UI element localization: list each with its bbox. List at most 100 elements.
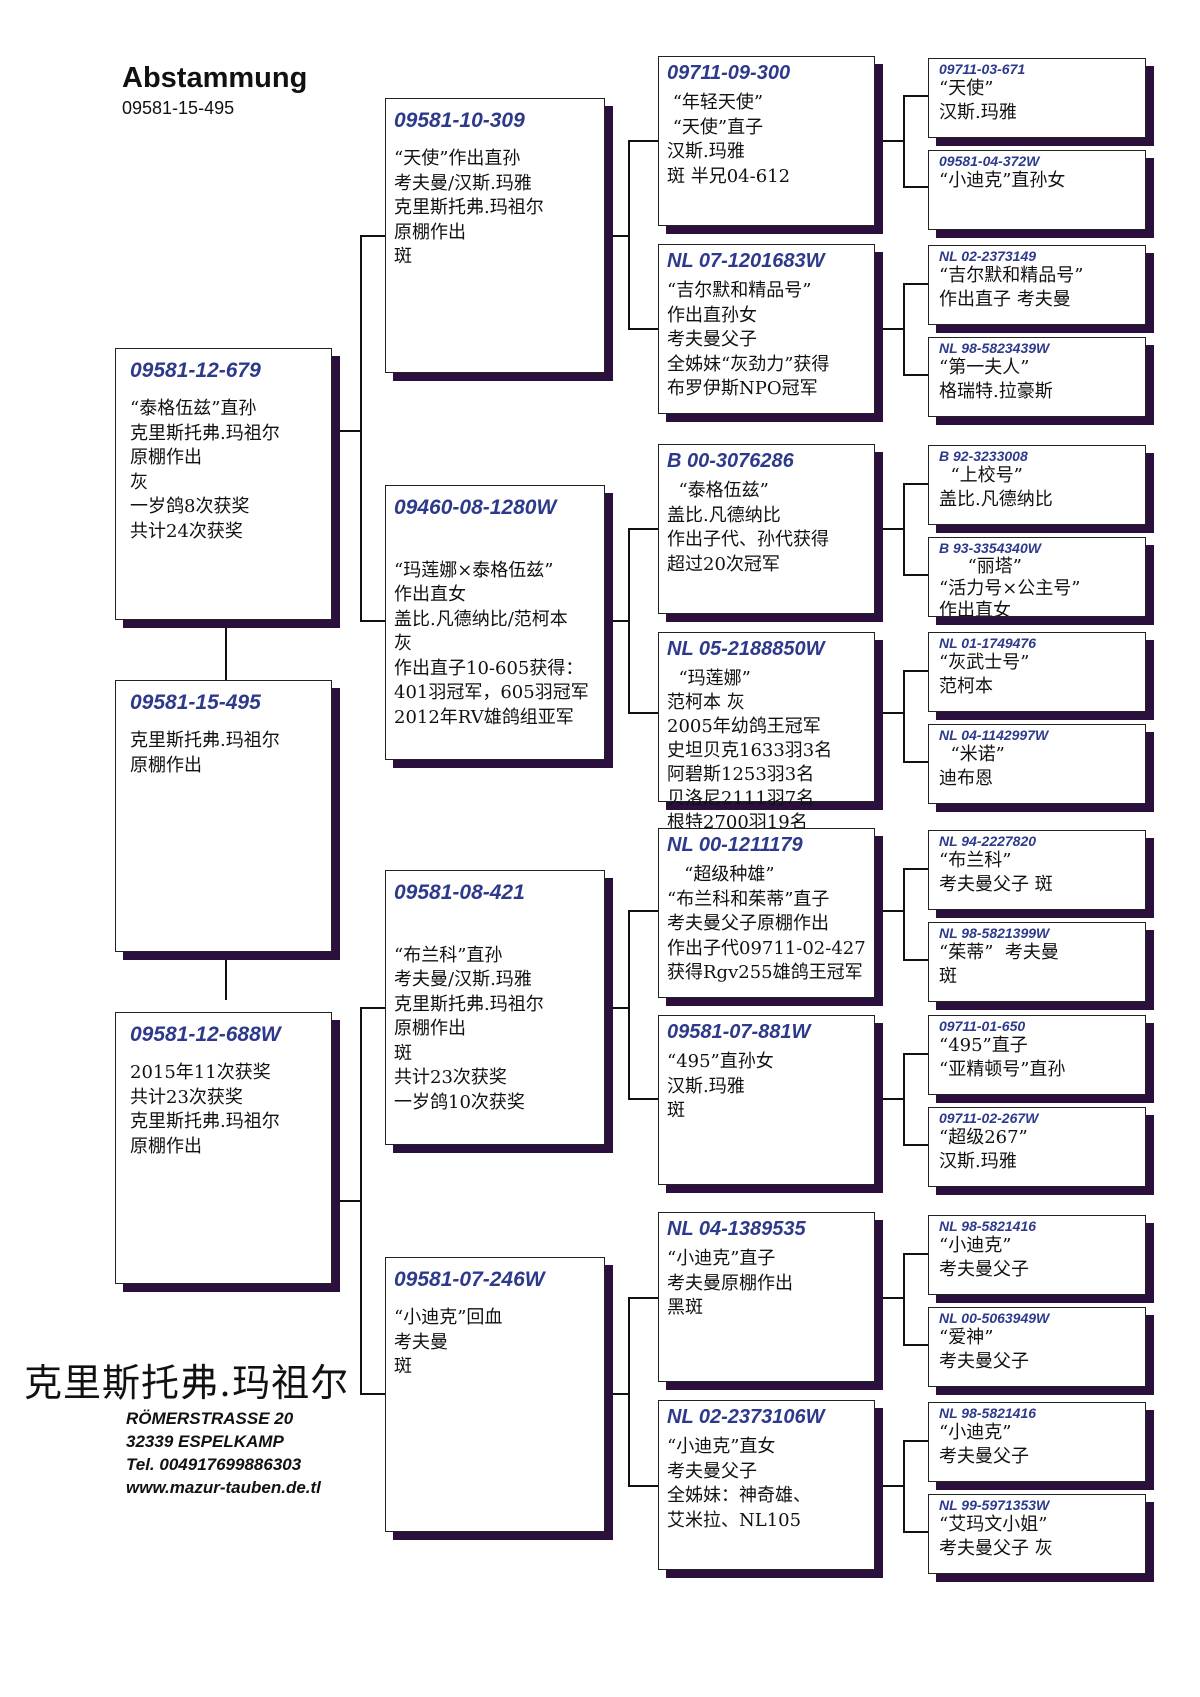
connector-line xyxy=(875,712,905,714)
connector-line xyxy=(628,528,630,714)
gen4-ring-number: NL 94-2227820 xyxy=(939,833,1037,849)
gen3-description: “玛莲娜” 范柯本 灰 2005年幼鸽王冠军 史坦贝克1633羽3名 阿碧斯12… xyxy=(667,668,833,833)
connector-line xyxy=(628,1098,658,1100)
connector-line xyxy=(903,761,928,763)
pedigree-title: Abstammung xyxy=(122,62,308,94)
dam-dam-description: “小迪克”回血 考夫曼 斑 xyxy=(394,1307,503,1377)
dam-dam-card: 09581-07-246W “小迪克”回血 考夫曼 斑 xyxy=(385,1257,605,1532)
gen4-card: NL 04-1142997W “米诺” 迪布恩 xyxy=(928,724,1146,804)
gen4-ring-number: NL 99-5971353W xyxy=(939,1497,1050,1513)
sire-card: 09581-12-679 “泰格伍兹”直孙 克里斯托弗.玛祖尔 原棚作出 灰 一… xyxy=(115,348,332,620)
gen4-card: NL 94-2227820 “布兰科” 考夫曼父子 斑 xyxy=(928,830,1146,910)
connector-line xyxy=(903,1531,928,1533)
connector-line xyxy=(875,910,905,912)
gen4-ring-number: NL 98-5821416 xyxy=(939,1218,1037,1234)
sire-dam-ring-number: 09460-08-1280W xyxy=(394,496,557,519)
gen3-card-sdd: NL 05-2188850W “玛莲娜” 范柯本 灰 2005年幼鸽王冠军 史坦… xyxy=(658,632,875,833)
connector-line xyxy=(360,1007,362,1394)
connector-line xyxy=(360,1393,385,1395)
gen4-ring-number: B 93-3354340W xyxy=(939,540,1041,556)
sire-sire-ring-number: 09581-10-309 xyxy=(394,109,525,132)
connector-line xyxy=(875,528,905,530)
connector-line xyxy=(903,868,905,961)
gen3-ring-number: NL 02-2373106W xyxy=(667,1406,825,1428)
gen4-card: NL 99-5971353W “艾玛文小姐” 考夫曼父子 灰 xyxy=(928,1494,1146,1574)
gen3-ring-number: NL 07-1201683W xyxy=(667,250,825,272)
connector-line xyxy=(628,140,630,330)
sire-ring-number: 09581-12-679 xyxy=(130,359,261,382)
gen4-ring-number: 09711-03-671 xyxy=(939,61,1026,77)
gen4-description: “小迪克”直孙女 xyxy=(939,170,1066,191)
gen4-description: “小迪克” 考夫曼父子 xyxy=(939,1235,1029,1280)
gen4-ring-number: NL 02-2373149 xyxy=(939,248,1037,264)
breeder-name: 克里斯托弗.玛祖尔 xyxy=(24,1361,350,1405)
breeder-city: 32339 ESPELKAMP xyxy=(126,1432,284,1451)
dam-card: 09581-12-688W 2015年11次获奖 共计23次获奖 克里斯托弗.玛… xyxy=(115,1012,332,1284)
connector-line xyxy=(332,430,362,432)
connector-line xyxy=(903,1344,928,1346)
gen4-description: “第一夫人” 格瑞特.拉豪斯 xyxy=(939,357,1053,402)
connector-line xyxy=(332,1200,362,1202)
gen3-ring-number: 09581-07-881W xyxy=(667,1021,811,1043)
connector-line xyxy=(875,1098,905,1100)
gen4-description: “吉尔默和精品号” 作出直子 考夫曼 xyxy=(939,265,1084,310)
gen4-card: NL 98-5821399W “茱蒂” 考夫曼 斑 xyxy=(928,922,1146,1002)
gen4-ring-number: 09581-04-372W xyxy=(939,153,1040,169)
gen3-description: “泰格伍兹” 盖比.凡德纳比 作出子代、孙代获得 超过20次冠军 xyxy=(667,480,829,575)
connector-line xyxy=(628,1297,658,1299)
connector-line xyxy=(628,910,658,912)
connector-line xyxy=(360,1007,385,1009)
gen3-description: “495”直孙女 汉斯.玛雅 斑 xyxy=(667,1051,774,1121)
connector-line xyxy=(903,483,905,576)
connector-line xyxy=(628,1485,658,1487)
connector-line xyxy=(628,712,658,714)
connector-line xyxy=(605,1393,630,1395)
connector-line xyxy=(628,140,658,142)
gen4-description: “495”直子 “亚精顿号”直孙 xyxy=(939,1035,1066,1080)
connector-line xyxy=(903,959,928,961)
gen4-card: NL 98-5823439W “第一夫人” 格瑞特.拉豪斯 xyxy=(928,337,1146,417)
connector-line xyxy=(903,1144,928,1146)
gen3-card-ddd: NL 02-2373106W “小迪克”直女 考夫曼父子 全姊妹：神奇雄、 艾米… xyxy=(658,1400,875,1570)
gen3-card-dss: NL 00-1211179 “超级种雄” “布兰科和茱蒂”直子 考夫曼父子原棚作… xyxy=(658,828,875,998)
breeder-website: www.mazur-tauben.de.tl xyxy=(126,1478,321,1497)
connector-line xyxy=(903,1253,905,1346)
gen4-ring-number: NL 98-5821399W xyxy=(939,925,1050,941)
gen3-description: “超级种雄” “布兰科和茱蒂”直子 考夫曼父子原棚作出 作出子代09711-02… xyxy=(667,864,866,983)
connector-line xyxy=(903,283,905,376)
breeder-phone: Tel. 004917699886303 xyxy=(126,1455,302,1474)
gen3-ring-number: 09711-09-300 xyxy=(667,62,791,84)
dam-ring-number: 09581-12-688W xyxy=(130,1023,281,1046)
connector-line xyxy=(903,670,928,672)
gen4-description: “丽塔” “活力号×公主号” 作出直女 xyxy=(939,556,1081,617)
gen4-card: 09711-03-671 “天使” 汉斯.玛雅 xyxy=(928,58,1146,138)
connector-line xyxy=(903,283,928,285)
gen3-card-dds: NL 04-1389535 “小迪克”直子 考夫曼原棚作出 黑斑 xyxy=(658,1212,875,1382)
gen4-ring-number: NL 01-1749476 xyxy=(939,635,1037,651)
gen4-description: “超级267” 汉斯.玛雅 xyxy=(939,1127,1028,1172)
connector-line xyxy=(903,186,928,188)
gen4-card: NL 98-5821416 “小迪克” 考夫曼父子 xyxy=(928,1402,1146,1482)
sire-dam-description: “玛莲娜×泰格伍兹” 作出直女 盖比.凡德纳比/范柯本 灰 作出直子10-605… xyxy=(394,559,589,728)
connector-line xyxy=(903,483,928,485)
gen4-description: “艾玛文小姐” 考夫曼父子 灰 xyxy=(939,1514,1053,1559)
connector-line xyxy=(903,1053,928,1055)
gen3-ring-number: B 00-3076286 xyxy=(667,450,794,472)
subject-ring-number: 09581-15-495 xyxy=(130,691,261,714)
gen4-card: B 92-3233008 “上校号” 盖比.凡德纳比 xyxy=(928,445,1146,525)
gen4-ring-number: NL 98-5823439W xyxy=(939,340,1050,356)
gen4-description: “米诺” 迪布恩 xyxy=(939,744,1005,789)
gen4-ring-number: NL 00-5063949W xyxy=(939,1310,1050,1326)
gen4-description: “灰武士号” 范柯本 xyxy=(939,652,1030,697)
gen4-description: “茱蒂” 考夫曼 斑 xyxy=(939,942,1059,987)
connector-line xyxy=(628,910,630,1100)
gen4-ring-number: NL 04-1142997W xyxy=(939,727,1049,743)
connector-line xyxy=(225,940,227,1000)
gen4-card: NL 98-5821416 “小迪克” 考夫曼父子 xyxy=(928,1215,1146,1295)
gen4-card: NL 00-5063949W “爱神” 考夫曼父子 xyxy=(928,1307,1146,1387)
dam-sire-description: “布兰科”直孙 考夫曼/汉斯.玛雅 克里斯托弗.玛祖尔 原棚作出 斑 共计23次… xyxy=(394,944,544,1113)
gen4-description: “爱神” 考夫曼父子 xyxy=(939,1327,1029,1372)
connector-line xyxy=(605,1007,630,1009)
gen4-card: NL 01-1749476 “灰武士号” 范柯本 xyxy=(928,632,1146,712)
breeder-street: RÖMERSTRASSE 20 xyxy=(126,1409,294,1428)
